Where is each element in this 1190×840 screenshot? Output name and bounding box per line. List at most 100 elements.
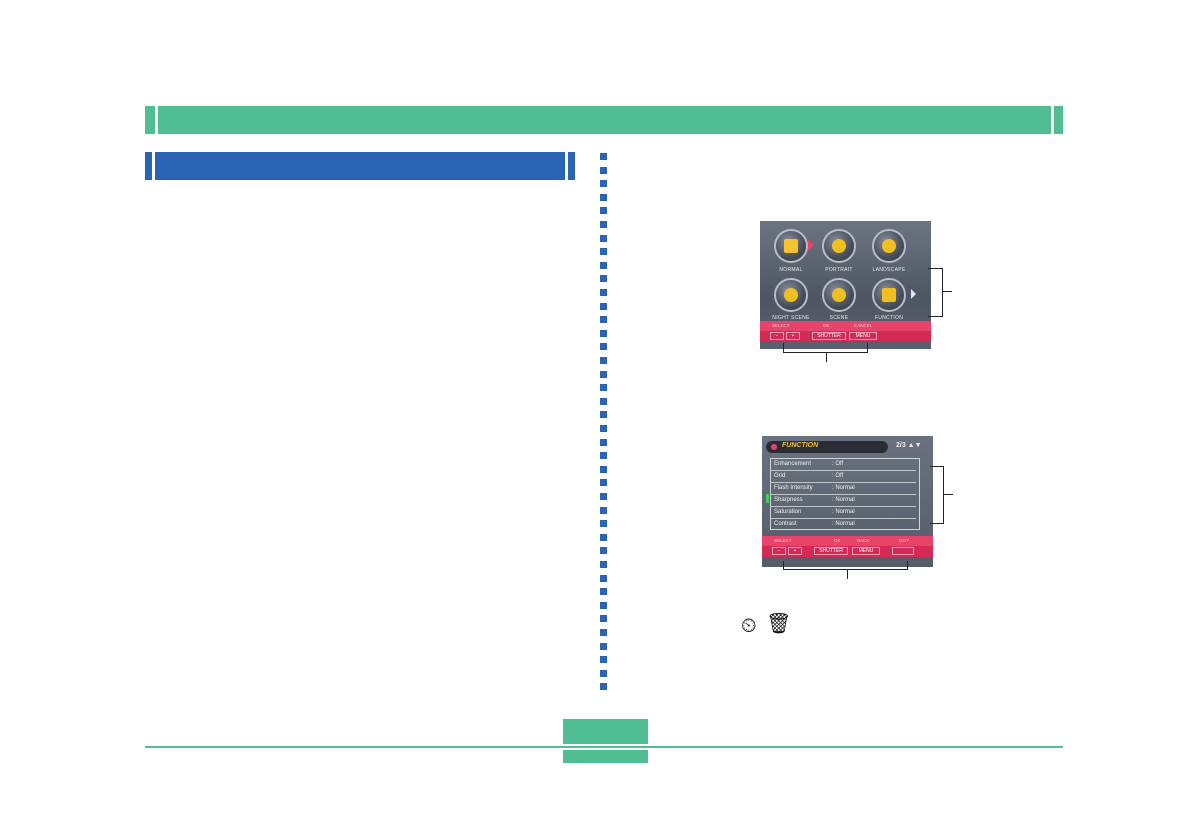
divider-dot	[600, 683, 607, 690]
divider-dot	[600, 561, 607, 568]
divider-dot	[600, 398, 607, 405]
divider-dot	[600, 384, 607, 391]
footer-plus-button: +	[786, 332, 800, 340]
divider-dot	[600, 180, 607, 187]
page-number-box-lower	[563, 750, 648, 763]
divider-dot	[600, 575, 607, 582]
callout-bracket-rows	[930, 466, 944, 524]
divider-dot	[600, 289, 607, 296]
section-bar	[155, 152, 565, 180]
divider-dot	[600, 588, 607, 595]
footer-label-select: SELECT	[772, 323, 790, 328]
divider-dot	[600, 275, 607, 282]
function-page-indicator: 2/3 ▲▼	[896, 442, 922, 449]
function-footer-label-exit: EXIT	[899, 538, 910, 543]
next-page-arrow-icon	[911, 289, 916, 299]
normal-icon	[774, 229, 808, 263]
function-footer-label-select: SELECT	[774, 538, 792, 543]
divider-dot	[600, 466, 607, 473]
callout-bracket-icons	[928, 268, 943, 317]
self-timer-icon: ⏲	[741, 615, 757, 637]
function-footer-plus-button: +	[788, 547, 802, 555]
divider-dot	[600, 153, 607, 160]
divider-dot	[600, 439, 607, 446]
menu-label-night-scene: NIGHT SCENE	[772, 315, 810, 321]
divider-dot	[600, 425, 607, 432]
divider-dot	[600, 479, 607, 486]
function-footer-label-back: BACK	[857, 538, 870, 543]
callout-line-footer	[826, 352, 827, 362]
callout-bracket-footer	[783, 343, 868, 353]
divider-dot	[600, 411, 607, 418]
menu-footer-bar	[760, 321, 931, 331]
function-row-flash-intensity: Flash Intensity: Normal	[770, 483, 916, 495]
divider-dot	[600, 507, 607, 514]
footer-rule	[145, 746, 1063, 748]
divider-dot	[600, 602, 607, 609]
divider-dot	[600, 330, 607, 337]
function-row-sharpness: Sharpness: Normal	[770, 495, 916, 507]
menu-label-scene: SCENE	[829, 315, 849, 321]
divider-dot	[600, 615, 607, 622]
menu-label-landscape: LANDSCAPE	[872, 267, 906, 273]
function-row-grid: Grid: Off	[770, 471, 916, 483]
night-scene-icon	[774, 278, 808, 312]
mode-menu-screenshot: NORMAL PORTRAIT LANDSCAPE NIGHT SCENE SC…	[760, 221, 931, 349]
function-footer-exit-button	[892, 547, 914, 555]
callout-line-function-footer	[847, 569, 848, 579]
divider-dot	[600, 194, 607, 201]
portrait-icon	[822, 229, 856, 263]
footer-menu-button: MENU	[849, 332, 877, 340]
header-bar-left-cap	[145, 106, 155, 134]
divider-dot	[600, 343, 607, 350]
menu-label-normal: NORMAL	[779, 267, 803, 273]
divider-dot	[600, 643, 607, 650]
divider-dot	[600, 534, 607, 541]
function-icon	[872, 278, 906, 312]
callout-line-icons	[942, 291, 952, 292]
function-row-enhancement: Enhancement: Off	[770, 459, 916, 471]
divider-dot	[600, 316, 607, 323]
header-bar	[158, 106, 1051, 134]
function-footer-minus-button: −	[772, 547, 786, 555]
section-bar-left-cap	[145, 152, 152, 180]
divider-dot	[600, 303, 607, 310]
section-bar-right-cap	[568, 152, 575, 180]
menu-label-function: FUNCTION	[874, 315, 904, 321]
footer-label-ok: OK	[823, 323, 830, 328]
function-title: FUNCTION	[782, 442, 819, 449]
divider-dot	[600, 629, 607, 636]
function-row-saturation: Saturation: Normal	[770, 507, 916, 519]
trash-icon: 🗑	[766, 613, 792, 635]
callout-line-rows	[943, 494, 953, 495]
function-row-contrast: Contrast: Normal	[774, 521, 855, 527]
divider-dot	[600, 235, 607, 242]
divider-dot	[600, 520, 607, 527]
selected-row-marker	[766, 494, 769, 503]
divider-dot	[600, 371, 607, 378]
divider-dot	[600, 357, 607, 364]
divider-dot	[600, 452, 607, 459]
selection-arrow-icon	[808, 239, 814, 251]
callout-bracket-function-footer	[783, 561, 908, 570]
function-footer-menu-button: MENU	[852, 547, 880, 555]
function-menu-screenshot: FUNCTION 2/3 ▲▼ Enhancement: Off Grid: O…	[762, 436, 933, 567]
function-footer-label-ok: OK	[834, 538, 841, 543]
divider-dot	[600, 656, 607, 663]
page-number-box	[563, 719, 648, 744]
divider-dot	[600, 207, 607, 214]
landscape-icon	[872, 229, 906, 263]
divider-dot	[600, 248, 607, 255]
footer-shutter-button: SHUTTER	[812, 332, 846, 340]
divider-dot	[600, 167, 607, 174]
function-title-bar	[766, 441, 888, 453]
menu-label-portrait: PORTRAIT	[825, 267, 853, 273]
divider-dot	[600, 262, 607, 269]
divider-dot	[600, 221, 607, 228]
divider-dot	[600, 493, 607, 500]
function-title-dot-icon	[771, 444, 777, 450]
footer-minus-button: −	[770, 332, 784, 340]
divider-dot	[600, 547, 607, 554]
function-footer-shutter-button: SHUTTER	[814, 547, 848, 555]
scene-icon	[822, 278, 856, 312]
